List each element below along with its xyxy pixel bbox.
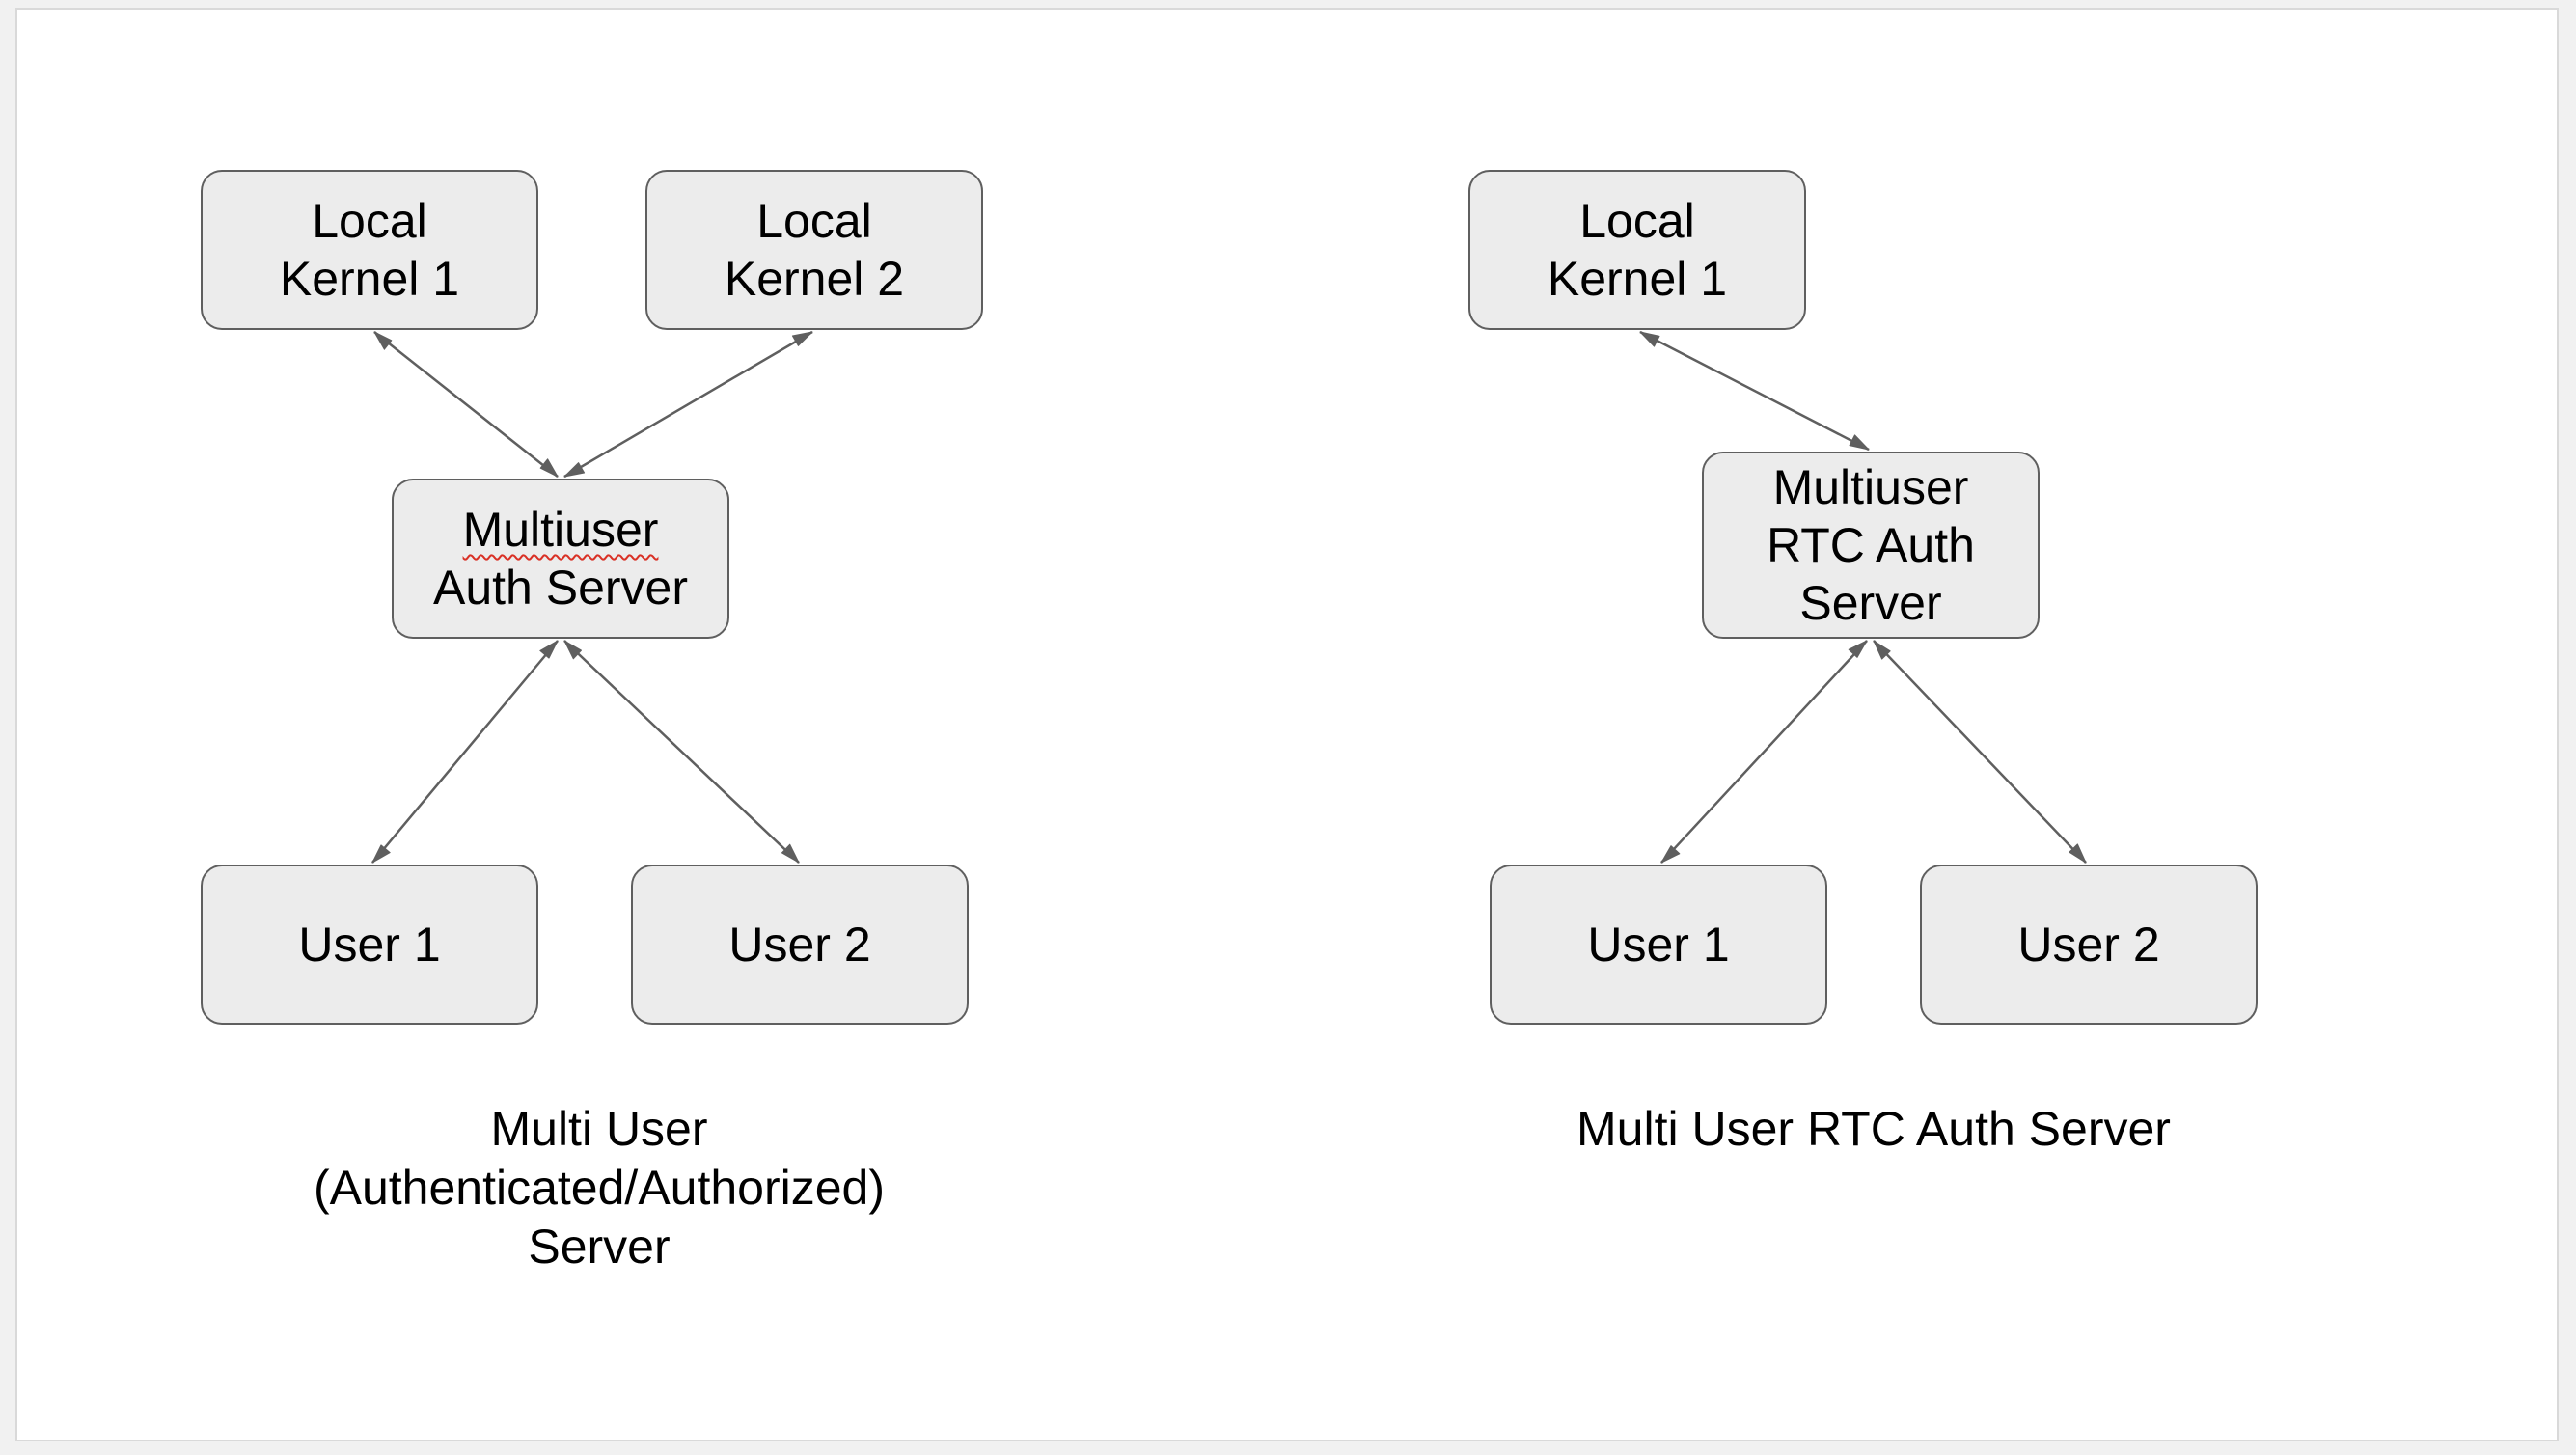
node-label-line: Local	[1579, 194, 1695, 248]
node-user-1: User 1	[1490, 865, 1827, 1025]
node-multiuser-rtc-auth-server: Multiuser RTC Auth Server	[1702, 452, 2040, 639]
node-label-line: RTC Auth	[1767, 518, 1975, 572]
node-label-line: Auth Server	[432, 561, 688, 615]
caption-line: Multi User RTC Auth Server	[1576, 1102, 2171, 1156]
node-label-line: User 2	[728, 918, 871, 972]
node-user-2: User 2	[1920, 865, 2258, 1025]
diagram-caption: Multi User (Authenticated/Authorized) Se…	[213, 1100, 985, 1277]
node-label-line: Multiuser	[462, 503, 659, 557]
node-local-kernel-1: Local Kernel 1	[1468, 170, 1806, 330]
diagram-caption: Multi User RTC Auth Server	[1488, 1100, 2260, 1159]
node-label-line: Local	[756, 194, 872, 248]
node-label-line: Multiuser	[1772, 460, 1969, 514]
node-user-1: User 1	[201, 865, 538, 1025]
node-label-line: Kernel 2	[724, 252, 905, 306]
node-label-line: User 2	[2017, 918, 2160, 972]
node-label-line: User 1	[298, 918, 441, 972]
node-label-line: Kernel 1	[1547, 252, 1728, 306]
node-multiuser-auth-server: Multiuser Auth Server	[392, 479, 729, 639]
caption-line: Server	[528, 1220, 671, 1274]
node-local-kernel-1: Local Kernel 1	[201, 170, 538, 330]
node-label-line: Kernel 1	[279, 252, 460, 306]
node-label-line: User 1	[1587, 918, 1730, 972]
caption-line: Multi User	[490, 1102, 708, 1156]
node-label-line: Server	[1799, 576, 1942, 630]
caption-line: (Authenticated/Authorized)	[313, 1161, 886, 1215]
node-user-2: User 2	[631, 865, 969, 1025]
node-local-kernel-2: Local Kernel 2	[645, 170, 983, 330]
node-label-line: Local	[312, 194, 427, 248]
